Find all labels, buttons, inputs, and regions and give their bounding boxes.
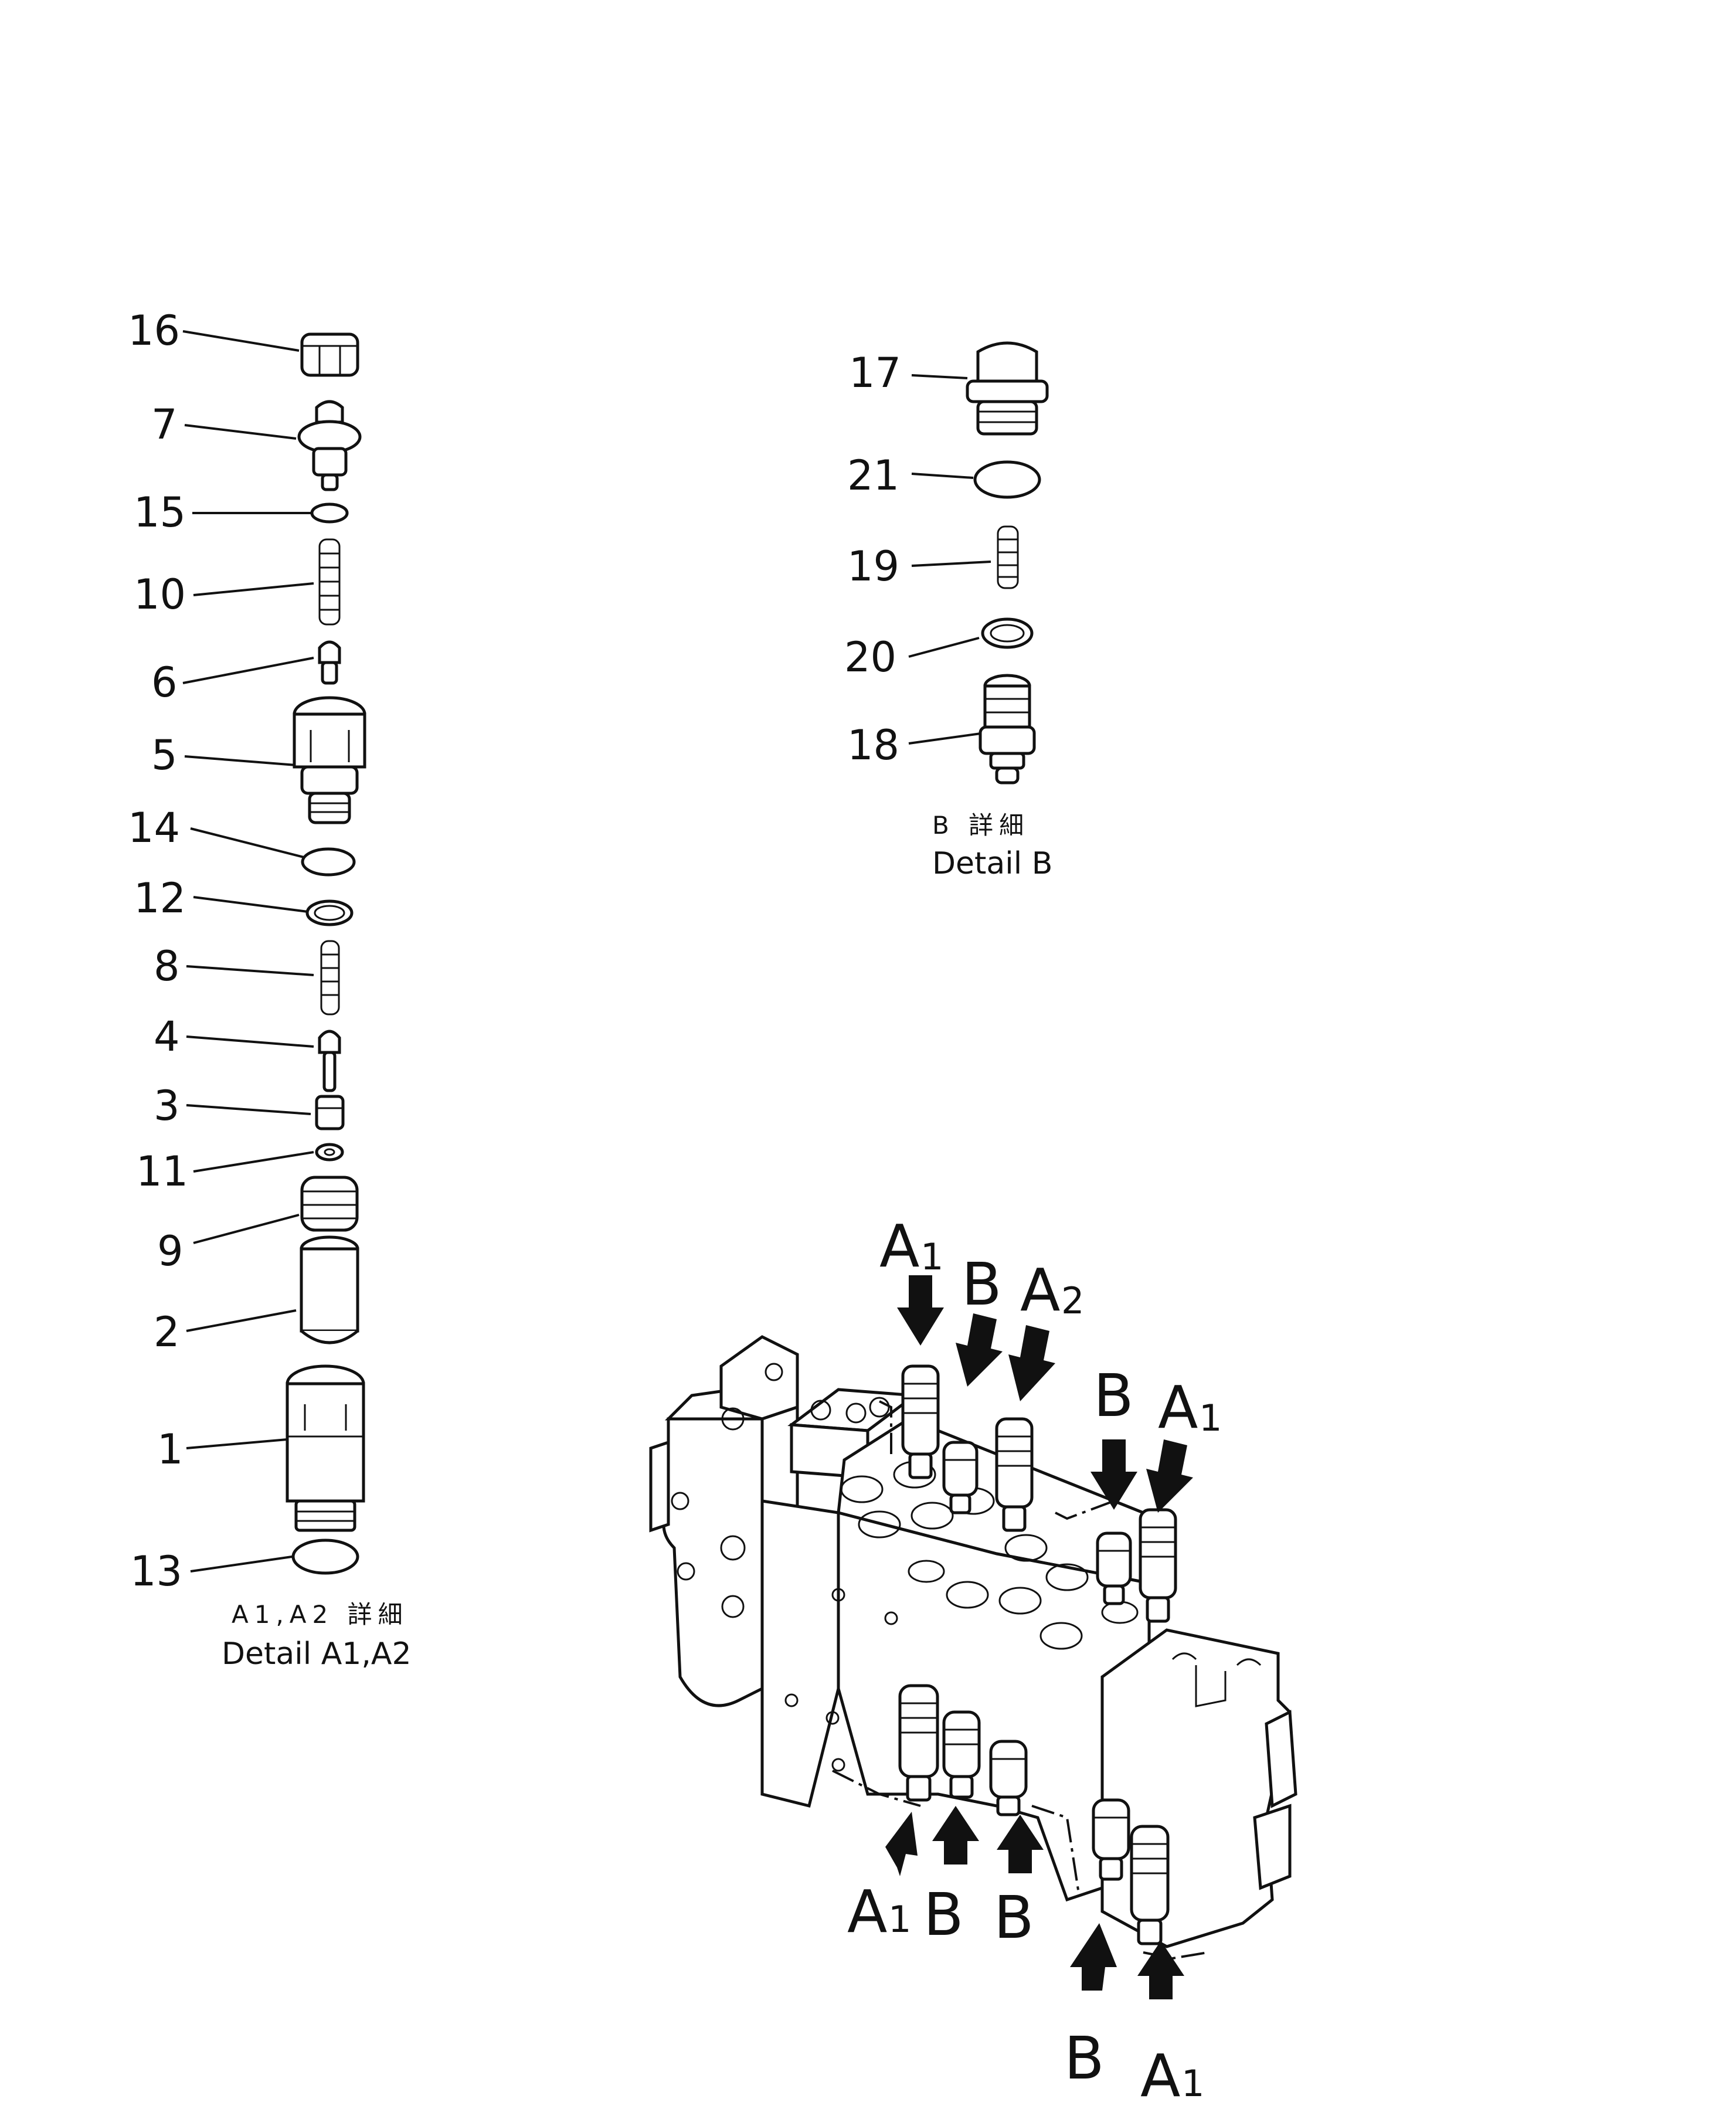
marker-letter: A [1140,2042,1180,2109]
relief-valve-front-4 [1092,1798,1130,1881]
part-20-ring-icon [981,617,1034,649]
callout-12: 12 [134,874,186,922]
marker-letter: B [1064,2024,1105,2093]
arrow-up-icon [885,1812,918,1876]
part-4-pin-icon [318,1030,341,1092]
callout-11: 11 [136,1147,188,1196]
part-5-valve-body-icon [293,696,366,824]
arrow-down-icon [1008,1325,1055,1401]
marker-sub: 1 [920,1235,943,1278]
callout-13: 13 [130,1547,182,1595]
marker-a1-top-right: A 1 [1158,1373,1222,1442]
assembly-markers: A 1 B A 2 B A 1 A 1 B B [847,1212,1222,2109]
part-3-sleeve-icon [315,1095,345,1130]
relief-valve-front-2 [942,1710,981,1799]
callout-18: 18 [847,721,899,769]
control-valve-assembly-icon [649,1335,1297,1960]
callout-3: 3 [154,1082,180,1130]
marker-letter: A [879,1212,919,1281]
part-1-housing-icon [286,1364,365,1532]
marker-letter: A [1158,1373,1198,1442]
relief-valve-top-2 [942,1441,979,1514]
marker-a1-bottom-right: A 1 [1140,2042,1204,2109]
part-18-poppet-icon [979,674,1036,784]
callout-10: 10 [134,570,186,619]
part-17-plug-icon [966,341,1049,436]
callout-19: 19 [847,542,899,590]
relief-valve-top-1 [901,1364,940,1479]
marker-b-bottom-1: B [923,1880,964,1949]
callout-5: 5 [151,731,178,779]
callout-7: 7 [151,400,178,449]
marker-b-bottom-2: B [994,1883,1034,1952]
detail-b-caption-en: Detail B [932,846,1052,881]
marker-letter: B [923,1880,964,1949]
part-21-o-ring-icon [973,460,1041,499]
relief-valve-top-5 [1139,1508,1177,1623]
part-7-poppet-icon [297,400,362,491]
part-15-o-ring-icon [310,502,349,524]
detail-b-group: 17 21 19 20 18 [844,341,1052,881]
arrow-up-icon [932,1806,979,1865]
callout-6: 6 [151,658,178,707]
callout-4: 4 [154,1013,180,1061]
part-19-spring-icon [997,525,1019,589]
marker-b-top-2: B [1093,1361,1134,1430]
part-2-piston-icon [300,1235,359,1344]
relief-valve-top-3 [995,1417,1034,1532]
part-10-spring-icon [318,538,341,626]
marker-a1-top-left: A 1 [879,1212,943,1281]
callout-17: 17 [849,349,901,397]
callout-15: 15 [134,488,186,536]
relief-valve-front-5 [1130,1825,1170,1945]
part-14-o-ring-icon [301,847,356,877]
marker-b-bottom-3: B [1064,2024,1105,2093]
arrow-down-icon [1090,1439,1137,1510]
detail-b-caption-jp: B 詳細 [932,811,1030,840]
part-8-spring-icon [320,940,340,1016]
callout-1: 1 [157,1425,184,1473]
callout-16: 16 [128,307,180,355]
marker-sub: 2 [1061,1279,1084,1322]
part-11-washer-icon [315,1143,344,1162]
detail-a-group: 16 7 15 10 6 5 14 12 8 4 3 11 9 2 1 13 [128,307,412,1672]
callout-2: 2 [154,1308,180,1356]
callout-9: 9 [157,1227,184,1275]
marker-sub: 1 [1199,1397,1222,1439]
marker-letter: A [1020,1256,1060,1325]
arrow-down-icon [897,1275,944,1346]
arrow-up-icon [1137,1941,1184,1999]
part-12-ring-icon [305,899,354,926]
marker-letter: B [1093,1361,1134,1430]
relief-valve-front-1 [898,1684,939,1802]
arrow-down-icon [1146,1439,1193,1513]
part-13-o-ring-icon [291,1539,359,1575]
part-9-spring-icon [300,1176,359,1232]
relief-valve-front-3 [989,1740,1028,1816]
part-16-nut-icon [300,332,359,377]
marker-b-top-1: B [962,1250,1002,1319]
callout-8: 8 [154,942,180,990]
marker-letter: B [962,1250,1002,1319]
marker-letter: B [994,1883,1034,1952]
part-6-pin-icon [318,640,341,685]
detail-a-caption-jp: A1,A2 詳細 [232,1600,409,1629]
arrow-down-icon [956,1313,1003,1387]
relief-valve-top-4 [1096,1531,1132,1605]
arrow-up-icon [997,1815,1044,1873]
detail-a-caption-en: Detail A1,A2 [222,1636,412,1672]
detail-b-leaders [908,374,991,745]
detail-a-leaders [182,330,314,1573]
marker-sub: 1 [1181,2062,1204,2105]
callout-14: 14 [128,804,180,852]
marker-letter: A [847,1877,887,1946]
arrow-up-icon [1070,1923,1117,1991]
marker-sub: 1 [888,1898,911,1941]
marker-a1-bottom-left: A 1 [847,1877,911,1946]
marker-a2-top: A 2 [1020,1256,1084,1325]
callout-21: 21 [847,451,899,500]
assembly-arrows [885,1275,1193,1999]
callout-20: 20 [844,633,896,681]
